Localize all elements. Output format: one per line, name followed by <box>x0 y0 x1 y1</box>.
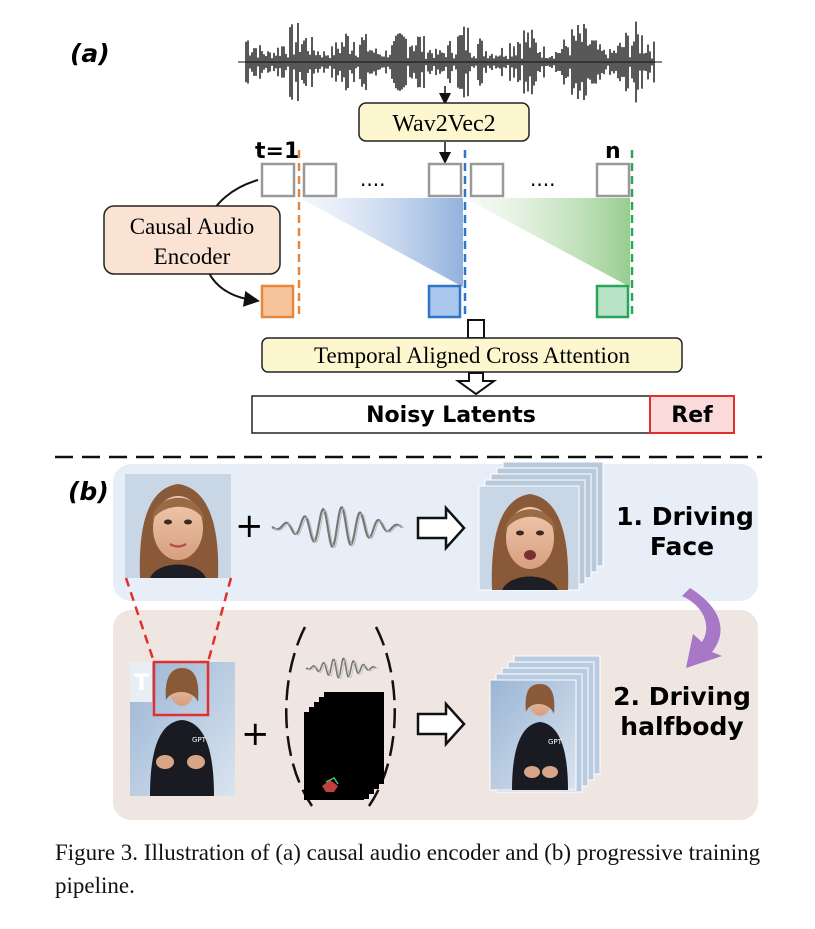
panel-a-label: (a) <box>70 39 110 68</box>
face-output-frames <box>478 461 604 591</box>
output-token-blue <box>427 284 462 319</box>
encoder-label-line2: Encoder <box>154 244 231 269</box>
causal-audio-encoder-box <box>103 205 281 275</box>
time-start-label: t=1 <box>255 139 299 164</box>
output-token-green <box>595 284 630 319</box>
figure-caption: Figure 3. Illustration of (a) causal aud… <box>55 840 761 898</box>
hollow-arrow-down <box>454 372 498 396</box>
panel-b: (b) + <box>68 461 758 820</box>
token-ellipsis-right: .... <box>530 167 555 191</box>
plus-sign-stage2: + <box>241 714 270 754</box>
plus-sign-stage1: + <box>235 506 264 546</box>
audio-glyph-stage1 <box>271 506 405 549</box>
face-crop-box <box>152 660 210 717</box>
audio-token-mid <box>427 162 463 198</box>
logo-text-input: GPT <box>192 736 207 744</box>
hollow-arrow-stage1 <box>416 504 466 552</box>
logo-text-output: GPT <box>548 738 563 746</box>
panel-b-label: (b) <box>68 477 109 506</box>
ref-box <box>649 395 735 434</box>
hollow-arrow-top-stem <box>467 319 485 339</box>
audio-token-n <box>595 162 631 198</box>
svg-text:T: T <box>134 671 149 696</box>
attention-window-blue <box>300 198 463 287</box>
halfbody-input-image: T GPT <box>130 660 235 796</box>
hollow-arrow-stage2 <box>416 700 466 748</box>
pose-mask-frames <box>304 692 384 800</box>
token-ellipsis-left: .... <box>360 167 385 191</box>
panel-a: (a) Wav2Vec2 t=1 n .... .... <box>70 21 735 434</box>
face-input-image <box>125 474 231 578</box>
wav2vec-label: Wav2Vec2 <box>392 111 495 137</box>
cross-attention-label: Temporal Aligned Cross Attention <box>314 343 630 368</box>
audio-token-2 <box>302 162 338 198</box>
stage2-label-line2: halfbody <box>620 712 743 741</box>
audio-token-mid-next <box>469 162 505 198</box>
audio-waveform <box>238 21 662 103</box>
ref-label: Ref <box>671 403 713 428</box>
stage2-label-line1: 2. Driving <box>613 682 751 711</box>
attention-window-green <box>465 198 630 287</box>
stage1-label-line1: 1. Driving <box>616 502 754 531</box>
time-end-label: n <box>605 139 621 164</box>
audio-token-1 <box>260 162 296 198</box>
stage1-label-line2: Face <box>650 532 714 561</box>
output-token-orange <box>260 284 295 319</box>
wav2vec-box <box>358 102 530 142</box>
halfbody-output-frames: GPT <box>489 655 601 793</box>
audio-glyph-stage2 <box>305 657 379 679</box>
encoder-label-line1: Causal Audio <box>130 214 255 239</box>
right-parenthesis <box>367 626 396 807</box>
noisy-latents-label: Noisy Latents <box>366 403 536 428</box>
left-parenthesis <box>285 626 314 807</box>
progression-arrow <box>682 588 722 668</box>
